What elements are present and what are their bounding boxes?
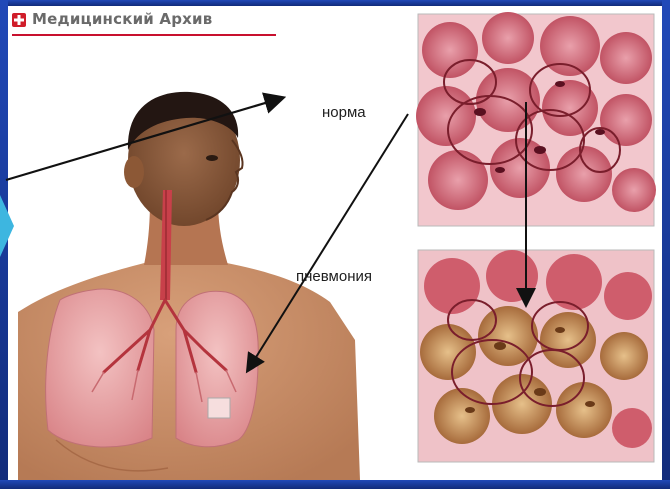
alveoli-normal-panel [416, 12, 656, 226]
lung-inset-marker [208, 398, 230, 418]
slide-border-top [0, 0, 670, 6]
label-pneumonia: пневмония [296, 268, 372, 285]
alveoli-pneumonia-panel [418, 250, 654, 462]
site-header: Медицинский Архив [12, 10, 276, 36]
red-cross-icon [12, 13, 26, 27]
slide-border-right [662, 0, 670, 489]
right-lung [176, 291, 258, 447]
label-normal: норма [322, 104, 366, 121]
slide-border-bottom [0, 480, 670, 489]
site-title: Медицинский Архив [32, 10, 212, 28]
